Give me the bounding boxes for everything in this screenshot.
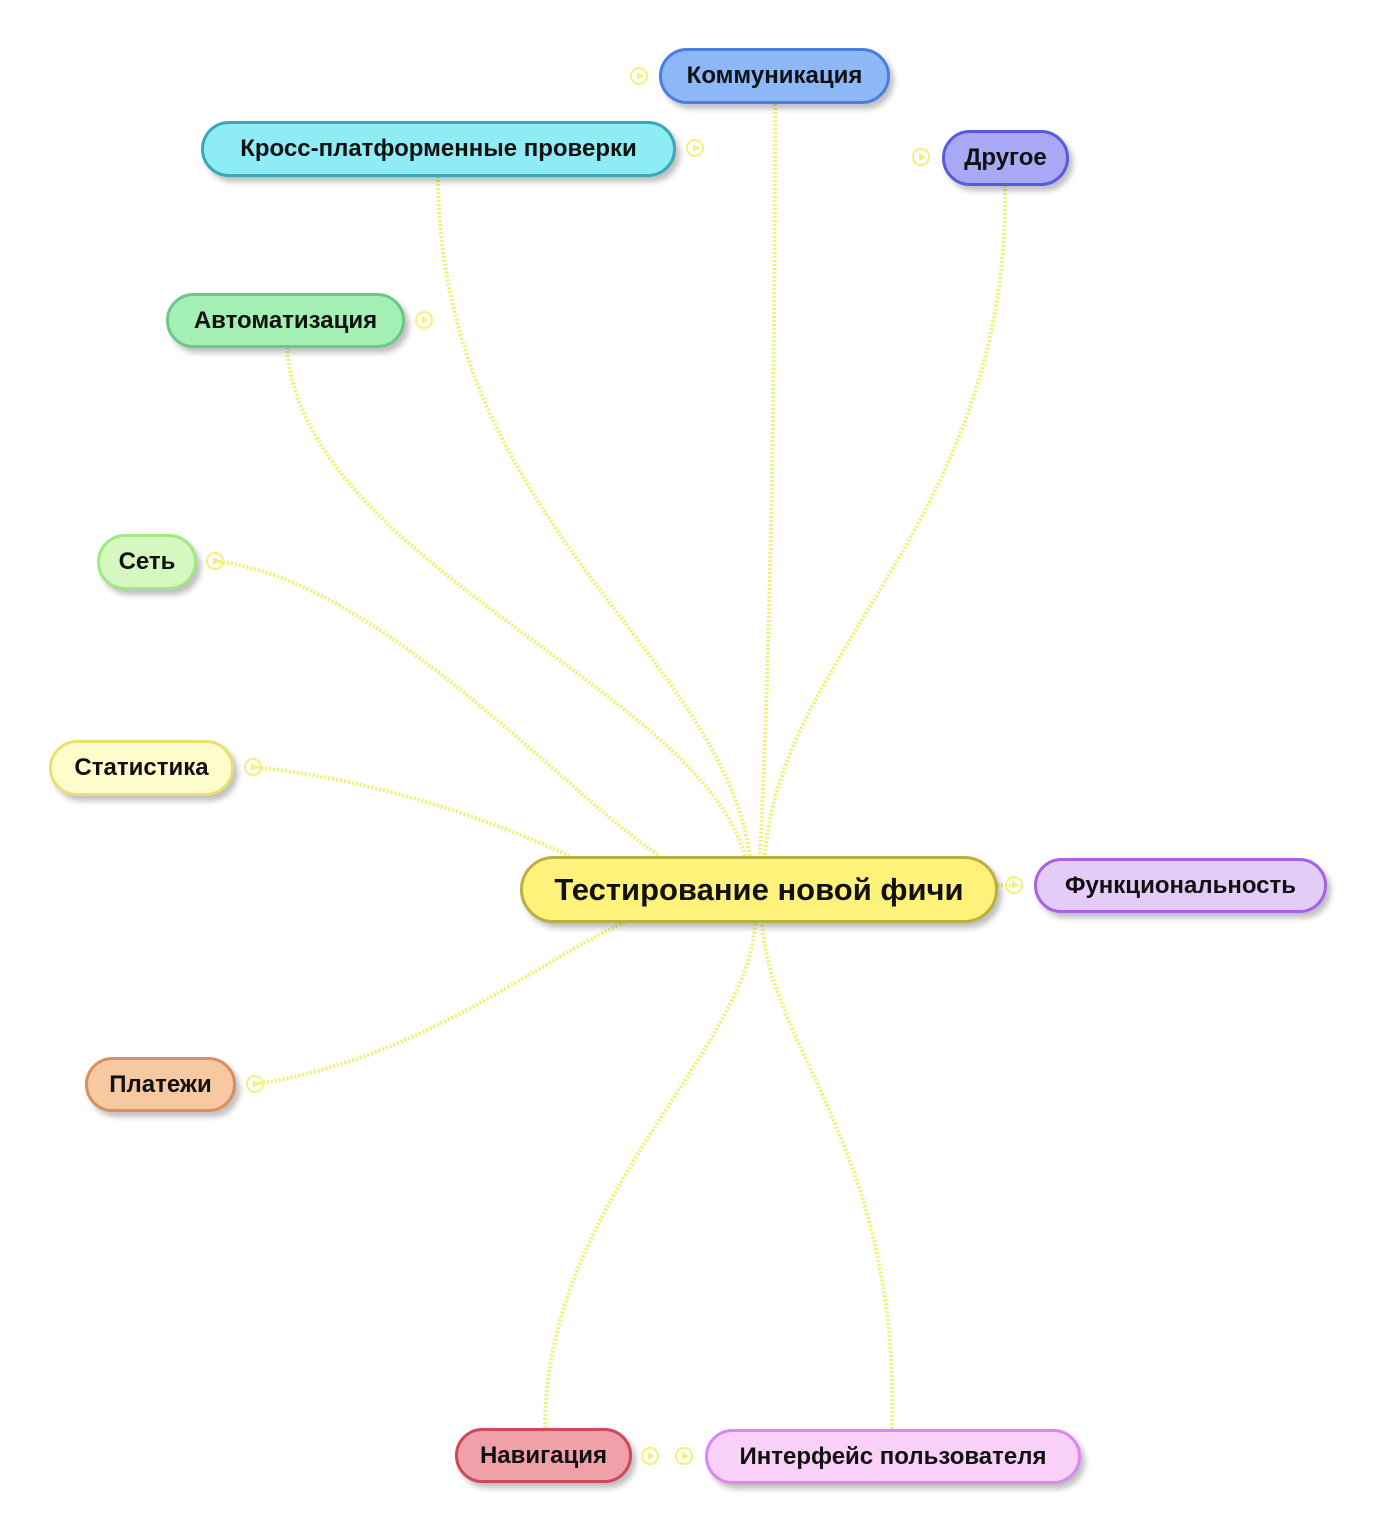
node-navigatsiya[interactable]: Навигация bbox=[455, 1428, 632, 1483]
node-kommunikatsiya[interactable]: Коммуникация bbox=[659, 48, 890, 104]
circle-play-icon[interactable] bbox=[415, 311, 433, 329]
circle-play-icon[interactable] bbox=[675, 1447, 693, 1465]
node-statistika[interactable]: Статистика bbox=[49, 740, 234, 796]
node-platezhi[interactable]: Платежи bbox=[85, 1057, 236, 1112]
circle-play-icon[interactable] bbox=[1005, 876, 1023, 894]
node-avtomatizatsiya[interactable]: Автоматизация bbox=[166, 293, 405, 348]
link-interfeys bbox=[760, 921, 895, 1430]
node-interfeys-polzovatelya[interactable]: Интерфейс пользователя bbox=[705, 1429, 1081, 1484]
link-avtomatizatsiya bbox=[285, 346, 747, 857]
circle-play-icon[interactable] bbox=[630, 67, 648, 85]
circle-play-icon[interactable] bbox=[206, 552, 224, 570]
circle-play-icon[interactable] bbox=[641, 1447, 659, 1465]
node-funktsionalnost[interactable]: Функциональность bbox=[1034, 858, 1327, 913]
link-navigatsiya bbox=[543, 921, 757, 1429]
node-kross-platform[interactable]: Кросс-платформенные проверки bbox=[201, 121, 676, 177]
circle-play-icon[interactable] bbox=[686, 139, 704, 157]
link-kross bbox=[436, 175, 752, 857]
node-set[interactable]: Сеть bbox=[97, 534, 197, 590]
circle-play-icon[interactable] bbox=[246, 1075, 264, 1093]
circle-play-icon[interactable] bbox=[244, 758, 262, 776]
node-drugoe[interactable]: Другое bbox=[942, 130, 1069, 186]
link-set bbox=[214, 559, 662, 858]
link-statistika bbox=[252, 765, 571, 858]
link-kommunikatsiya bbox=[758, 103, 777, 857]
circle-play-icon[interactable] bbox=[912, 148, 930, 166]
link-platezhi bbox=[254, 920, 626, 1086]
link-drugoe bbox=[763, 184, 1008, 857]
root-node[interactable]: Тестирование новой фичи bbox=[520, 856, 998, 923]
